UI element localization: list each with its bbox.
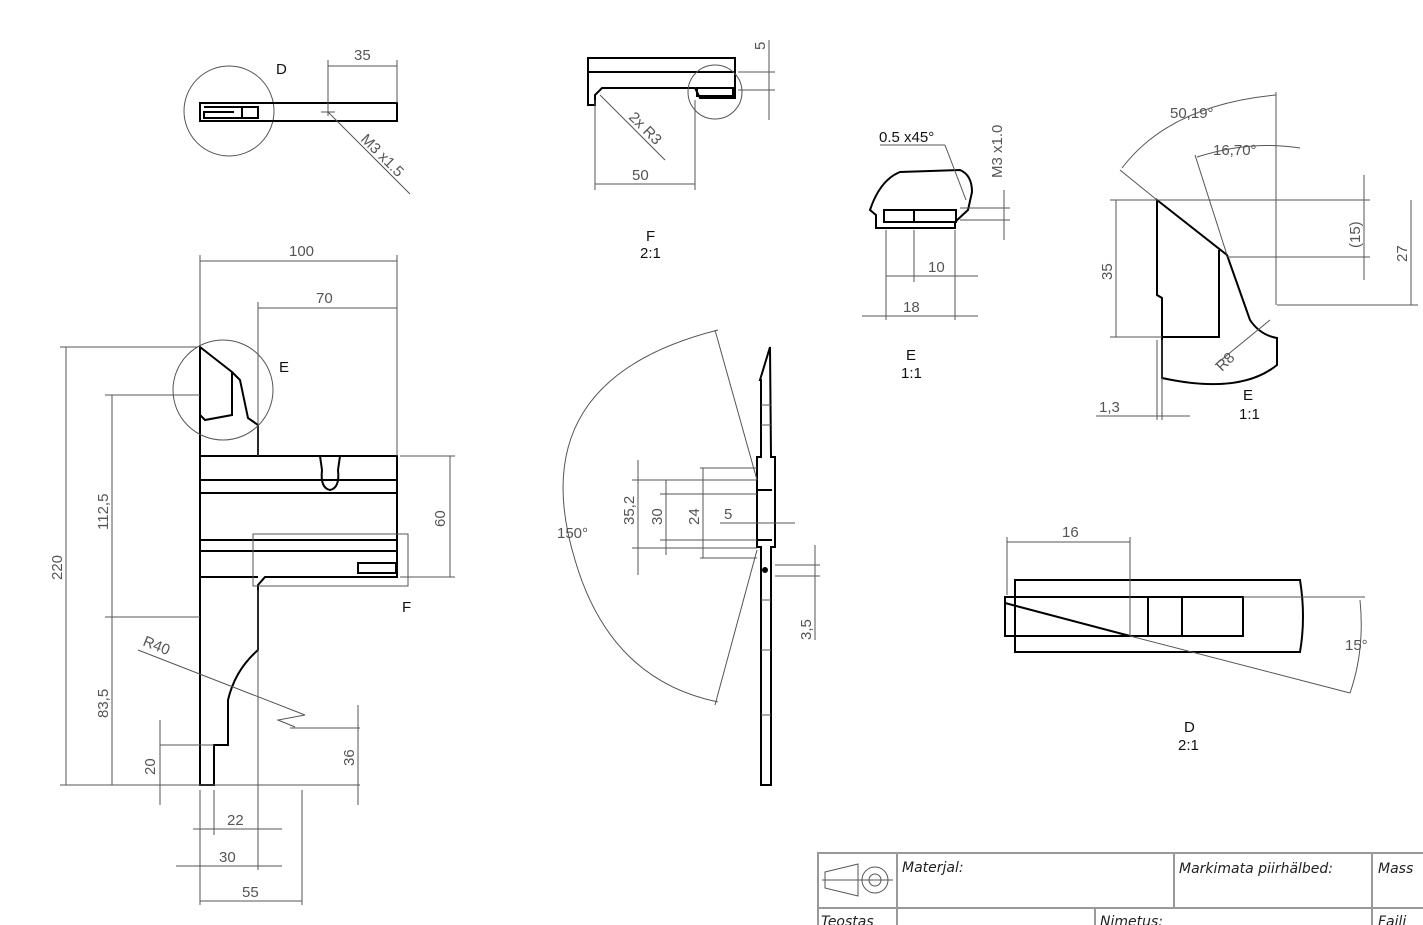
detail-f-circle <box>687 64 743 120</box>
detail-d-scale: 2:1 <box>1178 737 1199 754</box>
thread-leader <box>327 111 411 195</box>
detail-e-small-scale: 1:1 <box>901 365 922 382</box>
detail-e-large-label: E <box>1243 387 1253 404</box>
callout-f: F <box>402 599 411 616</box>
projection-symbol-icon <box>822 863 893 897</box>
executed-label: Teostas <box>821 914 874 925</box>
detail-d-circle <box>183 65 275 157</box>
detail-e-large-body <box>1156 197 1278 386</box>
detail-f-label: F <box>646 228 655 245</box>
detail-d-view: 16 15° D 2:1 <box>1004 524 1368 754</box>
dim-220: 220 <box>49 555 66 580</box>
dim-35: 35 <box>354 47 371 64</box>
dim-83-5: 83,5 <box>95 689 112 718</box>
tolerances-label: Markimata piirhälbed: <box>1179 861 1333 877</box>
angle-arc-150 <box>562 329 719 703</box>
radius-r8: R8 <box>1213 349 1239 375</box>
dim-70: 70 <box>316 290 333 307</box>
name-label: Nimetus: <box>1100 914 1163 925</box>
dim-18: 18 <box>903 299 920 316</box>
file-label: Faili <box>1378 914 1406 925</box>
dim-100: 100 <box>289 243 314 260</box>
detail-e-small-label: E <box>906 347 916 364</box>
dim-50: 50 <box>632 167 649 184</box>
dim-30-side: 30 <box>649 508 666 525</box>
angle-50-19: 50,19° <box>1170 105 1214 122</box>
chamfer-label: 0.5 x45° <box>879 129 934 146</box>
angle-150: 150° <box>557 525 588 542</box>
detail-e-small-view: 0.5 x45° M3 x1.0 10 18 E 1:1 <box>862 125 1010 382</box>
callout-e: E <box>279 359 289 376</box>
side-body <box>756 346 776 786</box>
mass-label: Mass <box>1378 861 1413 877</box>
top-view-body <box>199 102 398 122</box>
angle-16-70: 16,70° <box>1213 142 1257 159</box>
top-view: D 35 M3 x1.5 <box>183 47 411 195</box>
main-body-outline <box>199 344 398 786</box>
callout-d: D <box>276 61 287 78</box>
detail-d-body <box>1014 579 1304 653</box>
detail-e-large-scale: 1:1 <box>1239 406 1260 423</box>
dim-24: 24 <box>686 508 703 525</box>
dim-1-3: 1,3 <box>1099 399 1120 416</box>
side-view: 150° 35,2 30 24 5 3,5 <box>557 329 820 786</box>
dim-3-5: 3,5 <box>798 619 815 640</box>
radius-r40: R40 <box>141 633 173 659</box>
detail-d-label: D <box>1184 719 1195 736</box>
top-view-slot <box>203 106 259 119</box>
dim-5-side: 5 <box>724 506 732 523</box>
detail-e-circle <box>172 339 274 441</box>
detail-e-large-view: 50,19° 16,70° 35 (15) 27 R8 1,3 E 1:1 <box>1096 92 1418 423</box>
dim-22: 22 <box>227 812 244 829</box>
dim-35-e: 35 <box>1099 263 1116 280</box>
title-block: Materjal: Markimata piirhälbed: Mass Teo… <box>817 852 1423 925</box>
dim-5: 5 <box>752 42 769 50</box>
main-view: 100 70 E 220 112,5 60 F R40 83,5 20 36 2… <box>49 243 455 905</box>
thread-label-e: M3 x1.0 <box>989 125 1006 178</box>
detail-f-scale: 2:1 <box>640 245 661 262</box>
detail-f-body <box>587 57 736 106</box>
radius-label: 2x R3 <box>625 109 665 149</box>
dim-35-2: 35,2 <box>621 496 638 525</box>
detail-f-view: 5 2x R3 50 F 2:1 <box>587 40 775 262</box>
dim-55: 55 <box>242 884 259 901</box>
dim-27: 27 <box>1394 245 1411 262</box>
dim-60: 60 <box>432 510 449 527</box>
dim-20: 20 <box>142 758 159 775</box>
detail-f-box <box>252 533 409 587</box>
dim-15: (15) <box>1347 221 1364 248</box>
dim-10: 10 <box>928 259 945 276</box>
angle-15: 15° <box>1345 637 1368 654</box>
material-label: Materjal: <box>902 860 964 876</box>
dim-30: 30 <box>219 849 236 866</box>
thread-label: M3 x1.5 <box>357 131 407 181</box>
dim-112-5: 112,5 <box>95 494 112 530</box>
dim-36: 36 <box>341 749 358 766</box>
dim-16: 16 <box>1062 524 1079 541</box>
detail-e-small-body <box>868 168 974 229</box>
